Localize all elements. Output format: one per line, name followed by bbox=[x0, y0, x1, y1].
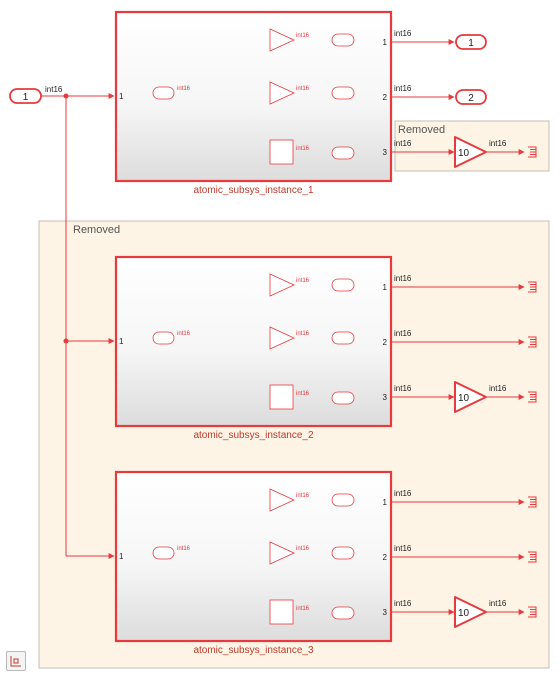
root-outport-2[interactable] bbox=[455, 89, 487, 105]
terminator-icon bbox=[528, 281, 537, 293]
terminator-icon bbox=[528, 146, 537, 158]
subsystem-2-outport-label-2: 2 bbox=[383, 338, 388, 347]
gain-block-2-signal: int16 bbox=[489, 384, 507, 393]
subsystem-3-out-signal-1: int16 bbox=[394, 489, 412, 498]
gain-block-1-label: 10 bbox=[458, 148, 470, 159]
subsystem-3-outport-label-2: 2 bbox=[383, 553, 388, 562]
gain-block-2-label: 10 bbox=[458, 393, 470, 404]
subsystem-2-inner-signal-2: int16 bbox=[296, 331, 310, 337]
subsystem-1-outport-label-3: 3 bbox=[383, 148, 388, 157]
subsystem-2-inner-block bbox=[269, 384, 294, 410]
subsystem-3-inner-gain-1 bbox=[269, 488, 295, 512]
terminator-sub3-2 bbox=[528, 551, 537, 563]
terminator-icon bbox=[528, 391, 537, 403]
subsystem-3-inport-label: 1 bbox=[119, 552, 124, 561]
root-outport-2-label: 2 bbox=[468, 93, 474, 104]
model-browser-glyph bbox=[10, 656, 21, 667]
gain-block-3-label: 10 bbox=[458, 608, 470, 619]
terminator-sub2-1 bbox=[528, 281, 537, 293]
terminator-sub2-2 bbox=[528, 336, 537, 348]
subsystem-1-inner-signal-3: int16 bbox=[296, 146, 310, 152]
subsystem-1-inner-inport bbox=[152, 86, 175, 100]
terminator-icon bbox=[528, 551, 537, 563]
subsystem-3-inner-outport-1 bbox=[331, 493, 355, 507]
subsystem-2-inner-signal-3: int16 bbox=[296, 391, 310, 397]
root-outport-1[interactable] bbox=[455, 34, 487, 50]
subsystem-1-inner-signal-in: int16 bbox=[177, 86, 191, 92]
removed-area-large-label: Removed bbox=[73, 224, 120, 236]
subsystem-1-out-signal-1: int16 bbox=[394, 29, 412, 38]
subsystem-2-inner-signal-1: int16 bbox=[296, 278, 310, 284]
terminator-sub2-3 bbox=[528, 391, 537, 403]
subsystem-2-inner-outport-2 bbox=[331, 331, 355, 345]
subsystem-1-inner-outport-3 bbox=[331, 146, 355, 160]
subsystem-3-inner-signal-3: int16 bbox=[296, 606, 310, 612]
subsystem-2-outport-label-3: 3 bbox=[383, 393, 388, 402]
subsystem-3-name: atomic_subsys_instance_3 bbox=[193, 645, 314, 656]
model-browser-icon[interactable] bbox=[6, 651, 26, 671]
subsystem-3-out-signal-2: int16 bbox=[394, 544, 412, 553]
subsystem-3-outport-label-1: 1 bbox=[383, 498, 388, 507]
subsystem-1-inner-gain-2 bbox=[269, 81, 295, 105]
root-outport-1-label: 1 bbox=[468, 38, 474, 49]
subsystem-3-inner-outport-3 bbox=[331, 606, 355, 620]
subsystem-2-inner-gain-2 bbox=[269, 326, 295, 350]
gain-block-3-signal: int16 bbox=[489, 599, 507, 608]
subsystem-1-outport-label-2: 2 bbox=[383, 93, 388, 102]
subsystem-1-out-signal-3: int16 bbox=[394, 139, 412, 148]
subsystem-1-inner-gain-1 bbox=[269, 28, 295, 52]
subsystem-2-name: atomic_subsys_instance_2 bbox=[193, 430, 314, 441]
terminator-icon bbox=[528, 606, 537, 618]
subsystem-2-inport-label: 1 bbox=[119, 337, 124, 346]
terminator-icon bbox=[528, 496, 537, 508]
subsystem-1-inner-signal-1: int16 bbox=[296, 33, 310, 39]
gain-block-3[interactable] bbox=[454, 596, 487, 628]
root-inport-1-label: 1 bbox=[23, 92, 29, 103]
subsystem-3-inner-signal-1: int16 bbox=[296, 493, 310, 499]
subsystem-3-inner-inport bbox=[152, 546, 175, 560]
subsystem-2-out-signal-1: int16 bbox=[394, 274, 412, 283]
terminator-1 bbox=[528, 146, 537, 158]
subsystem-2-inner-inport bbox=[152, 331, 175, 345]
subsystem-1-outport-label-1: 1 bbox=[383, 38, 388, 47]
subsystem-2-inner-outport-1 bbox=[331, 278, 355, 292]
subsystem-1-out-signal-2: int16 bbox=[394, 84, 412, 93]
terminator-icon bbox=[528, 336, 537, 348]
terminator-sub3-1 bbox=[528, 496, 537, 508]
gain-block-2[interactable] bbox=[454, 381, 487, 413]
subsystem-3-inner-signal-2: int16 bbox=[296, 546, 310, 552]
subsystem-1-inport-label: 1 bbox=[119, 92, 124, 101]
subsystem-2-inner-signal-in: int16 bbox=[177, 331, 191, 337]
subsystem-2-out-signal-3: int16 bbox=[394, 384, 412, 393]
subsystem-3-out-signal-3: int16 bbox=[394, 599, 412, 608]
subsystem-2-out-signal-2: int16 bbox=[394, 329, 412, 338]
subsystem-3-inner-block bbox=[269, 599, 294, 625]
subsystem-1-inner-outport-1 bbox=[331, 33, 355, 47]
root-inport-signal-label: int16 bbox=[45, 85, 63, 94]
removed-area-small-label: Removed bbox=[398, 124, 445, 136]
subsystem-2-outport-label-1: 1 bbox=[383, 283, 388, 292]
root-inport-1[interactable] bbox=[9, 88, 42, 104]
gain-block-1[interactable] bbox=[454, 136, 487, 168]
gain-block-1-signal: int16 bbox=[489, 139, 507, 148]
subsystem-3-inner-gain-2 bbox=[269, 541, 295, 565]
subsystem-2-inner-gain-1 bbox=[269, 273, 295, 297]
branch-dot-1 bbox=[63, 93, 69, 99]
subsystem-1-inner-signal-2: int16 bbox=[296, 86, 310, 92]
subsystem-3-inner-outport-2 bbox=[331, 546, 355, 560]
subsystem-3-inner-signal-in: int16 bbox=[177, 546, 191, 552]
subsystem-3-outport-label-3: 3 bbox=[383, 608, 388, 617]
subsystem-1-inner-block bbox=[269, 139, 294, 165]
subsystem-1-inner-outport-2 bbox=[331, 86, 355, 100]
subsystem-1-name: atomic_subsys_instance_1 bbox=[193, 185, 314, 196]
terminator-sub3-3 bbox=[528, 606, 537, 618]
subsystem-2-inner-outport-3 bbox=[331, 391, 355, 405]
